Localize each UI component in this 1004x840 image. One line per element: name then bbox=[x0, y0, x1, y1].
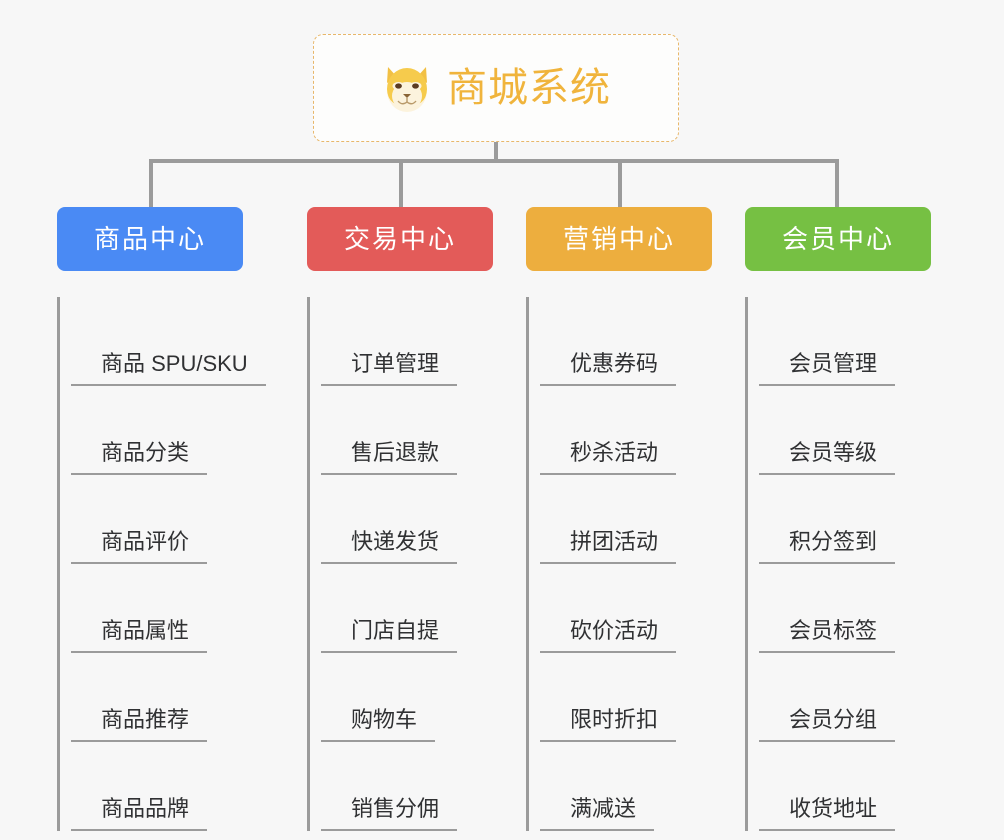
leaf-list-4: 会员管理 会员等级 积分签到 会员标签 会员分组 收货地址 bbox=[745, 297, 931, 831]
list-item[interactable]: 销售分佣 bbox=[321, 742, 493, 831]
list-item[interactable]: 门店自提 bbox=[321, 564, 493, 653]
leaf-label: 限时折扣 bbox=[540, 709, 677, 742]
list-item[interactable]: 会员分组 bbox=[759, 653, 931, 742]
leaf-label: 快递发货 bbox=[321, 531, 458, 564]
list-item[interactable]: 快递发货 bbox=[321, 475, 493, 564]
list-item[interactable]: 售后退款 bbox=[321, 386, 493, 475]
list-item[interactable]: 会员管理 bbox=[759, 297, 931, 386]
leaf-label: 购物车 bbox=[321, 709, 436, 742]
root-title: 商城系统 bbox=[447, 66, 611, 110]
list-item[interactable]: 收货地址 bbox=[759, 742, 931, 831]
leaf-label: 满减送 bbox=[540, 798, 655, 831]
list-item[interactable]: 购物车 bbox=[321, 653, 493, 742]
category-header-2[interactable]: 交易中心 bbox=[307, 207, 493, 271]
list-item[interactable]: 优惠券码 bbox=[540, 297, 712, 386]
list-item[interactable]: 商品分类 bbox=[71, 386, 243, 475]
category-column-4: 会员中心 会员管理 会员等级 积分签到 会员标签 会员分组 收货地址 bbox=[745, 207, 931, 831]
leaf-label: 会员等级 bbox=[759, 442, 896, 475]
list-item[interactable]: 砍价活动 bbox=[540, 564, 712, 653]
leaf-label: 商品评价 bbox=[71, 531, 208, 564]
category-column-1: 商品中心 商品 SPU/SKU 商品分类 商品评价 商品属性 商品推荐 商品品牌 bbox=[57, 207, 266, 831]
leaf-label: 商品推荐 bbox=[71, 709, 208, 742]
leaf-label: 售后退款 bbox=[321, 442, 458, 475]
list-item[interactable]: 会员标签 bbox=[759, 564, 931, 653]
list-item[interactable]: 拼团活动 bbox=[540, 475, 712, 564]
connector-drop-1 bbox=[149, 159, 153, 207]
leaf-label: 会员分组 bbox=[759, 709, 896, 742]
leaf-label: 商品品牌 bbox=[71, 798, 208, 831]
leaf-label: 商品分类 bbox=[71, 442, 208, 475]
list-item[interactable]: 商品评价 bbox=[71, 475, 243, 564]
leaf-label: 收货地址 bbox=[759, 798, 896, 831]
leaf-list-2: 订单管理 售后退款 快递发货 门店自提 购物车 销售分佣 bbox=[307, 297, 493, 831]
list-item[interactable]: 商品 SPU/SKU bbox=[71, 297, 266, 386]
category-header-1[interactable]: 商品中心 bbox=[57, 207, 243, 271]
list-item[interactable]: 商品品牌 bbox=[71, 742, 243, 831]
shiba-inu-dog-face-icon bbox=[381, 63, 433, 113]
list-item[interactable]: 秒杀活动 bbox=[540, 386, 712, 475]
connector-horizontal-bus bbox=[149, 159, 839, 163]
list-item[interactable]: 积分签到 bbox=[759, 475, 931, 564]
leaf-label: 会员标签 bbox=[759, 620, 896, 653]
leaf-label: 优惠券码 bbox=[540, 353, 677, 386]
leaf-label: 积分签到 bbox=[759, 531, 896, 564]
leaf-label: 商品属性 bbox=[71, 620, 208, 653]
leaf-label: 秒杀活动 bbox=[540, 442, 677, 475]
leaf-list-1: 商品 SPU/SKU 商品分类 商品评价 商品属性 商品推荐 商品品牌 bbox=[57, 297, 266, 831]
list-item[interactable]: 商品推荐 bbox=[71, 653, 243, 742]
leaf-label: 销售分佣 bbox=[321, 798, 458, 831]
leaf-list-3: 优惠券码 秒杀活动 拼团活动 砍价活动 限时折扣 满减送 bbox=[526, 297, 712, 831]
leaf-label: 订单管理 bbox=[321, 353, 458, 386]
connector-drop-2 bbox=[399, 159, 403, 207]
connector-drop-4 bbox=[835, 159, 839, 207]
list-item[interactable]: 会员等级 bbox=[759, 386, 931, 475]
leaf-label: 商品 SPU/SKU bbox=[71, 353, 266, 386]
category-header-label: 交易中心 bbox=[343, 224, 456, 254]
category-column-2: 交易中心 订单管理 售后退款 快递发货 门店自提 购物车 销售分佣 bbox=[307, 207, 493, 831]
root-node[interactable]: 商城系统 bbox=[313, 34, 679, 142]
leaf-label: 门店自提 bbox=[321, 620, 458, 653]
leaf-label: 砍价活动 bbox=[540, 620, 677, 653]
category-header-label: 营销中心 bbox=[562, 224, 675, 254]
list-item[interactable]: 满减送 bbox=[540, 742, 712, 831]
connector-root-stem bbox=[494, 142, 498, 161]
category-column-3: 营销中心 优惠券码 秒杀活动 拼团活动 砍价活动 限时折扣 满减送 bbox=[526, 207, 712, 831]
list-item[interactable]: 订单管理 bbox=[321, 297, 493, 386]
category-header-4[interactable]: 会员中心 bbox=[745, 207, 931, 271]
category-header-label: 商品中心 bbox=[93, 224, 206, 254]
list-item[interactable]: 限时折扣 bbox=[540, 653, 712, 742]
category-header-label: 会员中心 bbox=[781, 224, 894, 254]
category-header-3[interactable]: 营销中心 bbox=[526, 207, 712, 271]
leaf-label: 拼团活动 bbox=[540, 531, 677, 564]
connector-drop-3 bbox=[618, 159, 622, 207]
list-item[interactable]: 商品属性 bbox=[71, 564, 243, 653]
leaf-label: 会员管理 bbox=[759, 353, 896, 386]
